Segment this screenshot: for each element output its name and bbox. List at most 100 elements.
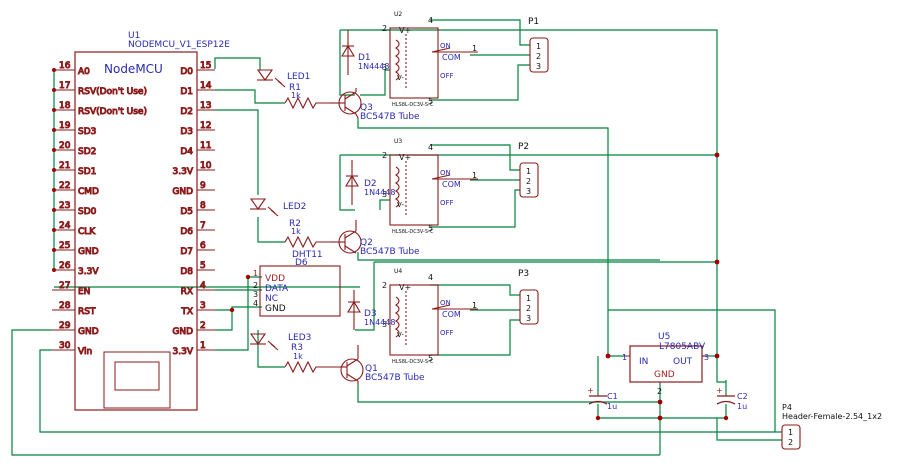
u1-right-pin-name: D6 (180, 227, 193, 237)
u1-left-pin-name: 3.3V (78, 267, 99, 277)
connector-pin: 1 (526, 167, 531, 176)
u1-right-pin-num: 12 (200, 121, 211, 131)
connector-pin: 3 (526, 314, 531, 323)
connector-pin: 2 (536, 52, 541, 61)
u5-pin-out: 3 (704, 353, 709, 362)
relay-vplus: V+ (399, 153, 411, 162)
p4-pin-1: 1 (788, 428, 793, 437)
u1-left-pin-num: 24 (59, 221, 71, 231)
relay-pin-1: 1 (472, 301, 477, 310)
connector-ref: P3 (518, 269, 529, 279)
nodemcu-module: U1 NODEMCU_V1_ESP12E NodeMCU 16A017RSV(D… (52, 31, 230, 411)
d1-value: 1N4448 (358, 62, 389, 71)
r2-symbol (284, 235, 330, 249)
u1-right-pin-num: 13 (200, 101, 211, 111)
c1-symbol (588, 395, 608, 405)
u5-in: IN (639, 357, 648, 367)
connector-ref: P1 (528, 17, 539, 27)
u1-left-pin-name: SD0 (78, 207, 97, 217)
relay-vplus: V+ (399, 283, 411, 292)
u1-right-pin-name: 3.3V (173, 347, 194, 357)
u1-right-pin-name: D7 (180, 247, 193, 257)
u1-left-pin-num: 26 (59, 261, 71, 271)
q3-value: BC547B Tube (360, 112, 420, 122)
u1-left-pin-name: CLK (78, 227, 96, 237)
u1-right-pin-num: 7 (200, 221, 206, 231)
d3-value: 1N4448 (364, 318, 395, 327)
u5-value: L7805ABV (659, 342, 706, 352)
u1-right-pin-name: D1 (180, 87, 193, 97)
u1-left-pin-name: SD2 (78, 147, 96, 157)
u1-right-pin-num: 8 (200, 201, 206, 211)
relay-pin-4: 4 (428, 16, 433, 25)
u1-left-pin-num: 18 (59, 101, 71, 111)
dht-ref: D6 (295, 258, 308, 268)
p4-pin-2: 2 (788, 438, 793, 447)
u1-left-pin-name: SD1 (78, 167, 96, 177)
d2-symbol (345, 160, 359, 205)
u1-right-pin-num: 6 (200, 241, 206, 251)
r3-value: 1k (293, 352, 303, 361)
led1-ref: LED1 (287, 72, 310, 82)
r2-value: 1k (291, 227, 301, 236)
p4-header: P4 Header-Female-2.54_1x2 1 2 (781, 403, 882, 450)
relay-vminus: V- (397, 331, 404, 339)
u1-right-pin-name: GND (172, 327, 193, 337)
dht-num-1: 1 (253, 269, 258, 278)
q2-ref: Q2 (360, 238, 373, 248)
u1-board-label: NodeMCU (104, 62, 163, 76)
relay-vminus: V- (397, 201, 404, 209)
dht-pin-vdd: VDD (265, 274, 285, 284)
u1-right-pin-num: 1 (200, 341, 206, 351)
u1-right-pin-name: D4 (180, 147, 193, 157)
connector-pin: 3 (536, 62, 541, 71)
u1-right-pin-name: RX (181, 287, 193, 297)
q2-value: BC547B Tube (360, 247, 420, 257)
u1-right-pin-num: 9 (200, 181, 206, 191)
relay-com: COM (442, 180, 461, 189)
led2-ref: LED2 (283, 202, 306, 212)
relay-off: OFF (440, 72, 454, 80)
u1-left-pin-num: 28 (59, 301, 71, 311)
u1-right-pin-name: TX (180, 307, 193, 317)
p4-value: Header-Female-2.54_1x2 (782, 412, 882, 421)
u1-left-pin-num: 16 (59, 61, 71, 71)
u1-left-pin-num: 23 (59, 201, 70, 211)
relay-part: HLS8L-DC3V-S-C (392, 229, 434, 235)
relay-ref: U2 (394, 11, 402, 18)
u1-left-pin-num: 30 (59, 341, 71, 351)
u1-left-pin-num: 19 (59, 121, 71, 131)
p4-ref: P4 (782, 403, 792, 412)
relay-on: ON (440, 169, 451, 177)
relay-part: HLS8L-DC3V-S-C (392, 359, 434, 365)
dht-num-3: 3 (253, 290, 258, 299)
led3-ref: LED3 (288, 333, 311, 343)
junctions (52, 68, 729, 421)
relay-on: ON (440, 299, 451, 307)
dht-pin-gnd: GND (265, 304, 286, 314)
u1-left-pin-num: 22 (59, 181, 70, 191)
relay-pin-3: 3 (382, 63, 387, 72)
u1-left-pin-num: 21 (59, 161, 70, 171)
relay-pin-1: 1 (472, 171, 477, 180)
relay-pin-4: 4 (428, 273, 433, 282)
regulator-u5: U5 L7805ABV IN OUT GND 1 3 2 (622, 332, 709, 396)
c1-plus: + (587, 386, 594, 395)
q3-ref: Q3 (360, 103, 373, 113)
dht-value: DHT11 (292, 250, 323, 260)
relay-on: ON (440, 42, 451, 50)
r2-ref: R2 (289, 219, 301, 229)
relay-vminus: V- (397, 74, 404, 82)
relay-pin-2: 2 (382, 24, 387, 33)
d1-ref: D1 (358, 53, 371, 63)
q1-value: BC547B Tube (365, 373, 425, 383)
relay-pin-5: 5 (428, 224, 433, 233)
u1-left-pin-num: 20 (59, 141, 71, 151)
d2-value: 1N4448 (364, 188, 395, 197)
